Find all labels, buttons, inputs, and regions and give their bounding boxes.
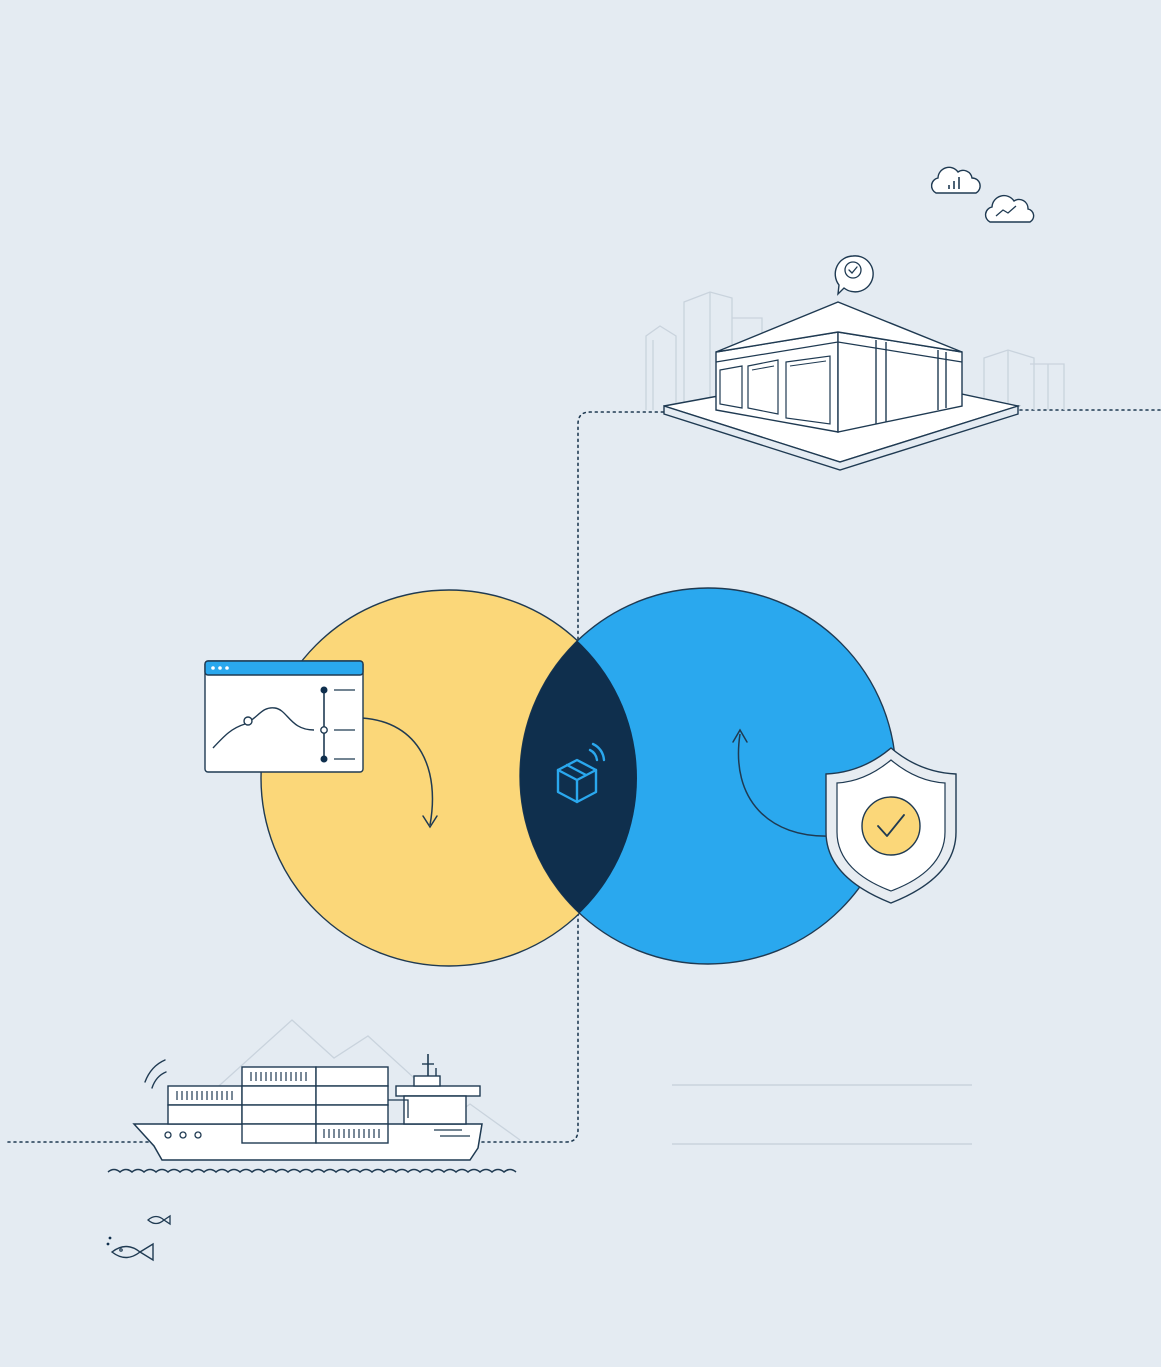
fish-icon (147, 1214, 171, 1226)
water-waves (107, 1168, 517, 1173)
cloud-bar-chart-icon (930, 166, 981, 194)
city-skyline (645, 291, 1065, 410)
ship-bridge (388, 1054, 481, 1125)
line-chart-window-icon (204, 660, 364, 773)
shield-check-icon (825, 747, 957, 904)
containers (167, 1066, 389, 1144)
arrow-head (422, 815, 438, 829)
curved-arrow-down (361, 717, 434, 826)
check-speech-bubble-icon (834, 255, 874, 296)
venn-diagram (260, 587, 897, 967)
arrow-head (732, 728, 748, 743)
cloud-trend-icon (984, 194, 1035, 223)
cargo-ship-scene (107, 1019, 521, 1173)
smart-package-icon (556, 742, 606, 804)
warehouse-scene (645, 291, 1065, 471)
fish-icon (106, 1236, 154, 1262)
mountains (169, 1019, 457, 1131)
curved-arrow-up (737, 733, 831, 837)
